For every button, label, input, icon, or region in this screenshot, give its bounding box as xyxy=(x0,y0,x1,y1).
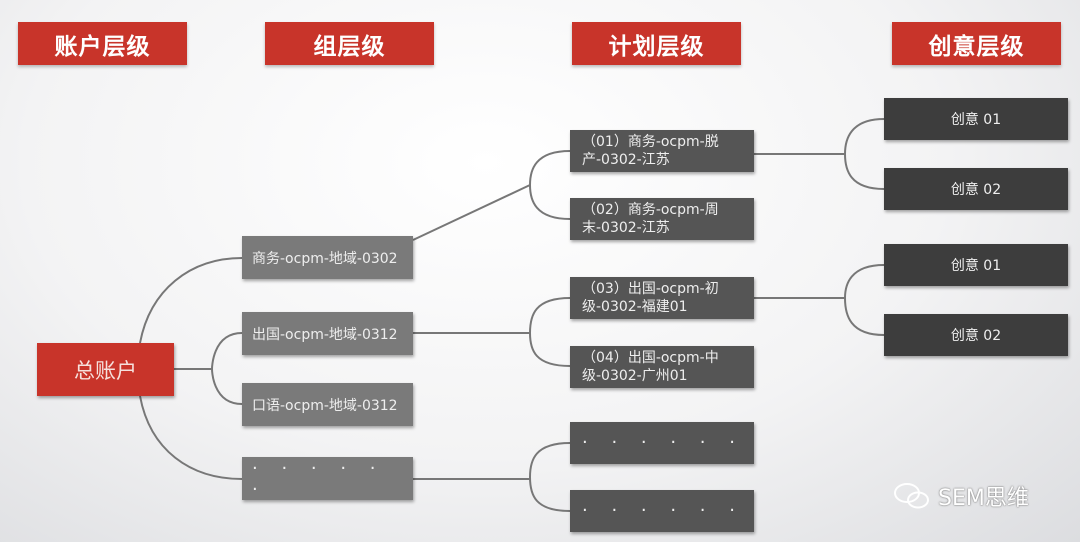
connector-root-group1 xyxy=(139,257,243,344)
wechat-icon xyxy=(894,483,929,509)
connector-group2-plans xyxy=(413,297,571,367)
header-group-level: 组层级 xyxy=(265,22,434,65)
plan-node-ellipsis: · · · · · · xyxy=(570,490,754,532)
creative-node: 创意 02 xyxy=(884,168,1068,210)
header-account-level: 账户层级 xyxy=(18,22,187,65)
creative-node: 创意 02 xyxy=(884,314,1068,356)
plan-node-ellipsis: · · · · · · xyxy=(570,422,754,464)
header-plan-level: 计划层级 xyxy=(572,22,741,65)
creative-node: 创意 01 xyxy=(884,98,1068,140)
group-node-ellipsis: · · · · · · xyxy=(242,457,413,500)
header-creative-level: 创意层级 xyxy=(892,22,1061,65)
group-node: 出国-ocpm-地域-0312 xyxy=(242,312,413,355)
watermark: SEM思维 xyxy=(892,480,1029,512)
connector-plan1-creatives xyxy=(754,118,885,190)
plan-node: （04）出国-ocpm-中级-0302-广州01 xyxy=(570,346,754,388)
connector-root-groups xyxy=(174,332,243,405)
watermark-text: SEM思维 xyxy=(938,486,1029,511)
plan-node: （03）出国-ocpm-初级-0302-福建01 xyxy=(570,277,754,319)
group-node: 口语-ocpm-地域-0312 xyxy=(242,383,413,426)
connector-root-group4 xyxy=(139,395,243,480)
connector-plan3-creatives xyxy=(754,264,885,336)
root-account-node: 总账户 xyxy=(37,343,174,396)
plan-node: （01）商务-ocpm-脱产-0302-江苏 xyxy=(570,130,754,172)
connector-group1-plans xyxy=(412,150,571,241)
group-node: 商务-ocpm-地域-0302 xyxy=(242,236,413,279)
connector-group4-plans xyxy=(413,442,571,512)
plan-node: （02）商务-ocpm-周末-0302-江苏 xyxy=(570,198,754,240)
creative-node: 创意 01 xyxy=(884,244,1068,286)
